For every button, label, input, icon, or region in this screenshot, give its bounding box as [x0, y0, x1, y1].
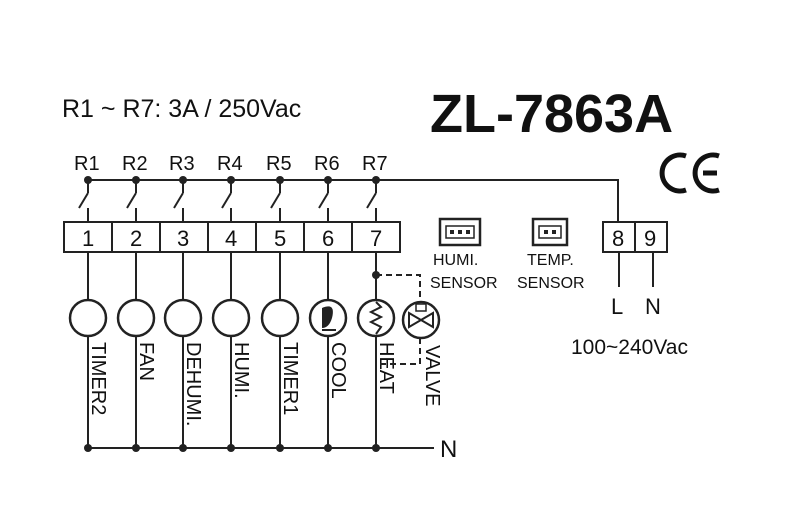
- sensor-connector-icon: [438, 217, 482, 247]
- valve-icon: [401, 300, 441, 340]
- terminal-block-outputs: 1 2 3 4 5 6 7: [63, 221, 401, 253]
- relay-rating: R1 ~ R7: 3A / 250Vac: [62, 95, 301, 123]
- relay-contact-4: [221, 176, 235, 222]
- load-label-dehumi: DEHUMI.: [182, 342, 204, 426]
- load-label-valve: VALVE: [421, 345, 443, 407]
- relay-label-r3: R3: [169, 153, 195, 175]
- load-timer1: TIMER1: [260, 252, 301, 452]
- relay-contact-3: [173, 176, 187, 222]
- load-timer2: TIMER2: [68, 252, 109, 452]
- terminal-8: 8: [612, 226, 624, 251]
- temp-sensor-connector: TEMP. SENSOR: [517, 217, 585, 292]
- ce-mark-icon: [659, 152, 720, 194]
- relay-label-r2: R2: [122, 153, 148, 175]
- terminal-6: 6: [322, 226, 334, 251]
- relay-label-r5: R5: [266, 153, 292, 175]
- load-label-fan: FAN: [135, 342, 157, 381]
- temp-sensor-label: TEMP.: [527, 252, 574, 269]
- relay-contact-1: [78, 176, 92, 222]
- supply-voltage: 100~240Vac: [571, 336, 688, 359]
- load-label-heat: HEAT: [375, 342, 397, 394]
- terminal-7: 7: [370, 226, 382, 251]
- neutral-label: N: [645, 294, 661, 319]
- relay-label-r1: R1: [74, 153, 100, 175]
- load-label-timer2: TIMER2: [87, 342, 109, 415]
- model-title: ZL-7863A: [430, 84, 673, 144]
- relay-contact-5: [270, 176, 284, 222]
- humi-sensor-word: SENSOR: [430, 275, 498, 292]
- valve-load: VALVE: [376, 274, 443, 407]
- load-fan: FAN: [116, 252, 157, 452]
- temp-sensor-word: SENSOR: [517, 275, 585, 292]
- load-humi: HUMI.: [211, 252, 252, 452]
- relay-contact-2: [126, 176, 140, 222]
- valve-dashed-wire: [376, 274, 421, 365]
- fan-icon: [308, 298, 348, 338]
- terminal-block-power: 8 9 L N 100~240Vac: [571, 221, 688, 359]
- load-coil-icon: [116, 298, 156, 338]
- relay-label-r7: R7: [362, 153, 388, 175]
- line-label: L: [611, 294, 623, 319]
- load-cool: COOL: [308, 252, 349, 452]
- humi-sensor-connector: HUMI. SENSOR: [430, 217, 498, 292]
- relay-switches: [78, 176, 380, 222]
- relay-label-r6: R6: [314, 153, 340, 175]
- terminal-9: 9: [644, 226, 656, 251]
- relay-contact-6: [318, 176, 332, 222]
- relay-label-r4: R4: [217, 153, 243, 175]
- load-coil-icon: [211, 298, 251, 338]
- terminal-1: 1: [82, 226, 94, 251]
- load-label-humi: HUMI.: [230, 342, 252, 399]
- loads: TIMER2 FAN DEHUMI. HUMI. TIMER1 COOL HEAT: [68, 252, 397, 452]
- load-dehumi: DEHUMI.: [163, 252, 204, 452]
- relay-contact-7: [366, 176, 380, 222]
- terminal-5: 5: [274, 226, 286, 251]
- sensor-connector-icon: [531, 217, 569, 247]
- terminal-3: 3: [177, 226, 189, 251]
- load-coil-icon: [163, 298, 203, 338]
- load-coil-icon: [68, 298, 108, 338]
- terminal-2: 2: [130, 226, 142, 251]
- terminal-4: 4: [225, 226, 237, 251]
- neutral-bus-label: N: [440, 436, 457, 463]
- load-heat: HEAT: [356, 252, 397, 452]
- humi-sensor-label: HUMI.: [433, 252, 478, 269]
- load-label-timer1: TIMER1: [279, 342, 301, 415]
- load-label-cool: COOL: [327, 342, 349, 399]
- relay-common-bus: [88, 179, 619, 222]
- heater-icon: [356, 298, 396, 338]
- load-coil-icon: [260, 298, 300, 338]
- relay-labels: R1 R2 R3 R4 R5 R6 R7: [74, 153, 388, 175]
